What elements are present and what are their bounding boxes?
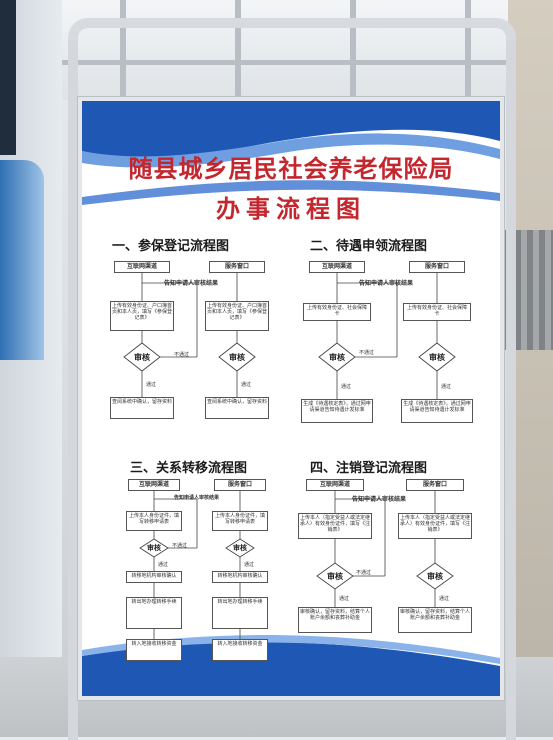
flow-4-counter-box: 服务窗口	[406, 479, 464, 491]
flow-4-left-review: 审核	[327, 572, 343, 581]
flow-4-right-result: 审核确认，留存资料，结算个人账户余额和丧葬补助金	[398, 607, 472, 633]
kiosk-panel	[0, 0, 62, 737]
flow-1-right-pass-label: 通过	[241, 382, 252, 388]
stand-frame	[68, 18, 516, 48]
flow-3-left-result: 转入地接收转移资金	[126, 639, 182, 661]
poster: 随县城乡居民社会养老保险局 办事流程图 一、参保登记流程图 二、待遇申领流程图 …	[78, 97, 504, 700]
flow-3-title: 三、关系转移流程图	[130, 461, 248, 476]
flow-4-right-review: 审核	[427, 572, 443, 581]
flow-1-online-box: 互联网渠道	[114, 261, 170, 273]
flow-3-right-transfer: 转出地办理转移手续	[212, 597, 268, 629]
flow-1-left-result: 查阅系统中确认，留存资料	[110, 397, 174, 419]
flow-2-right-review: 审核	[429, 353, 445, 362]
flow-1-right-result: 查阅系统中确认，留存资料	[205, 397, 269, 419]
flow-1-left-step: 上传有效身份证、户口簿首页和本人页，填写《参保登记表》	[110, 301, 174, 331]
flow-3-right-review: 审核	[233, 544, 247, 552]
flow-2-diagram: 互联网渠道 服务窗口 告知申请人审核结果 上传有效身份证、社会保障卡 上传有效身…	[297, 259, 482, 439]
flow-1-title: 一、参保登记流程图	[112, 239, 230, 254]
flow-1-right-step: 上传有效身份证、户口簿首页和本人页，填写《参保登记表》	[205, 301, 269, 331]
poster-subtitle: 办事流程图	[216, 194, 366, 223]
flow-4-title: 四、注销登记流程图	[310, 461, 428, 476]
flow-3-left-transfer: 转出地办理转移手续	[126, 597, 182, 629]
flow-2-right-result: 生成《待遇核定表》，通过网申请渠道告知待遇计发标准	[401, 399, 473, 423]
flow-3-right-step: 上传本人身份证件，填写转移申请表	[212, 511, 268, 531]
flow-3-reject-label: 不通过	[172, 543, 188, 549]
kiosk-blue-stripe	[0, 160, 44, 360]
flow-4-online-box: 互联网渠道	[306, 479, 364, 491]
flow-1-right-review: 审核	[229, 353, 245, 362]
flow-2-connectors	[318, 273, 456, 399]
flow-1-notice: 告知申请人审核结果	[164, 280, 219, 287]
flow-2-left-result: 生成《待遇核定表》，通过网申请渠道告知待遇计发标准	[301, 399, 373, 423]
flow-3-online-box: 互联网渠道	[128, 479, 180, 491]
flow-1-left-pass-label: 通过	[146, 382, 157, 388]
window-background	[60, 0, 530, 100]
flow-3-counter-box: 服务窗口	[214, 479, 266, 491]
flow-4-reject-label: 不通过	[356, 570, 372, 576]
flow-2-online-box: 互联网渠道	[309, 261, 365, 273]
stand-pole-right	[506, 40, 516, 740]
flow-4-connectors	[316, 491, 454, 607]
poster-title: 随县城乡居民社会养老保险局	[128, 154, 454, 183]
flow-4-left-step: 上传本人（指定受益人或法定继承人）有效身份证件，填写《注销表》	[298, 513, 372, 539]
flow-2-title: 二、待遇申领流程图	[310, 239, 428, 254]
flow-3-right-result: 转入地接收转移资金	[212, 639, 268, 661]
flow-3-left-pass-label: 通过	[158, 562, 169, 568]
flow-1-diagram: 互联网渠道 服务窗口 告知申请人审核结果 上传有效身份证、户口簿首页和本人页，填…	[102, 259, 282, 439]
flow-3-diagram: 互联网渠道 服务窗口 告知申请人审核结果 上传本人身份证件，填写转移申请表 上传…	[122, 479, 287, 679]
flow-3-right-pass-label: 通过	[244, 562, 255, 568]
flow-3-notice: 告知申请人审核结果	[174, 495, 220, 501]
flow-4-left-pass-label: 通过	[339, 596, 350, 602]
flow-1-reject-label: 不通过	[174, 352, 190, 358]
flow-4-right-pass-label: 通过	[439, 596, 450, 602]
stand-pole-left	[68, 40, 78, 740]
flow-4-right-step: 上传本人（指定受益人或法定继承人）有效身份证件，填写《注销表》	[398, 513, 472, 539]
flow-2-left-step: 上传有效身份证、社会保障卡	[303, 303, 371, 321]
flow-1-counter-box: 服务窗口	[209, 261, 265, 273]
flow-3-left-confirm: 转移地机构审核确认	[126, 571, 182, 583]
flow-2-right-pass-label: 通过	[441, 384, 452, 390]
flow-3-connectors	[139, 491, 255, 639]
kiosk-screen	[0, 0, 16, 155]
flow-1-connectors	[123, 273, 256, 397]
flow-2-left-review: 审核	[329, 353, 345, 362]
flow-4-diagram: 互联网渠道 服务窗口 告知申请人审核结果 上传本人（指定受益人或法定继承人）有效…	[290, 479, 480, 639]
flow-3-right-confirm: 转移地机构审核确认	[212, 571, 268, 583]
flow-2-counter-box: 服务窗口	[409, 261, 465, 273]
flow-4-notice: 告知申请人审核结果	[352, 496, 407, 503]
bottom-wave	[82, 635, 500, 696]
flow-2-reject-label: 不通过	[359, 350, 375, 356]
flow-1-left-review: 审核	[134, 353, 150, 362]
flow-3-left-review: 审核	[147, 544, 161, 552]
flow-2-left-pass-label: 通过	[341, 384, 352, 390]
flow-2-notice: 告知申请人审核结果	[359, 280, 414, 287]
flow-2-right-step: 上传有效身份证、社会保障卡	[403, 303, 471, 321]
flow-3-left-step: 上传本人身份证件，填写转移申请表	[126, 511, 182, 531]
top-wave	[82, 101, 500, 205]
flow-4-left-result: 审核确认，留存资料，结算个人账户余额和丧葬补助金	[298, 607, 372, 633]
